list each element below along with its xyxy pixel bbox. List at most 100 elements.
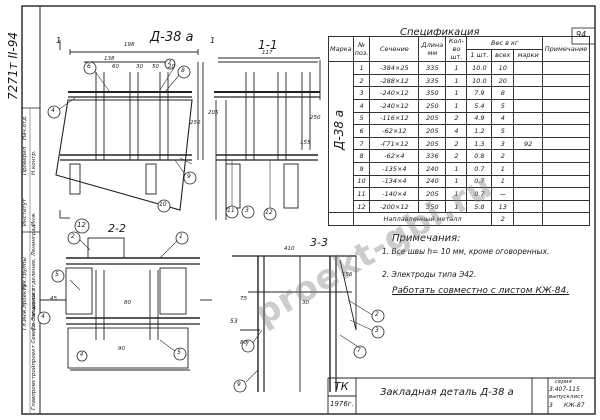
callout-number: 2 (168, 60, 172, 66)
spec-cell: 2 (445, 136, 468, 151)
sheet-frame (21, 5, 596, 415)
spec-cell: 1 (445, 73, 468, 88)
spec-cell: 1.3 (466, 136, 493, 151)
spec-cell: 11 (352, 187, 371, 201)
spec-cell: 335 (418, 73, 447, 88)
issue-label: выпуск (549, 394, 570, 400)
side-code: 7271т II-94 (6, 31, 20, 100)
stamp-row: Н.контр. (31, 150, 37, 175)
spec-cell (513, 187, 543, 201)
spec-cell: -Г71×12 (369, 136, 420, 151)
spec-cell: -62×4 (369, 149, 420, 163)
notes-title: Примечания: (392, 233, 461, 244)
spec-cell: 1 (491, 174, 515, 189)
section-1-1-title: 1-1 (258, 38, 278, 52)
spec-cell: 1 (491, 161, 515, 176)
spec-cell: 20 (491, 73, 515, 88)
callout-number: 3 (245, 207, 249, 214)
col-header-weight: Вес в кг (466, 36, 543, 50)
callout-number: 10 (159, 201, 167, 208)
spec-cell (542, 174, 590, 189)
spec-cell: 1.2 (466, 124, 493, 138)
spec-cell: 7.9 (466, 86, 493, 100)
section-mark-right: 1 (210, 36, 216, 45)
spec-cell (542, 187, 590, 201)
spec-cell: 336 (418, 149, 447, 163)
spec-cell: 10 (352, 174, 371, 189)
section-mark-left: 1 (56, 36, 62, 45)
mark-vertical: Д-38 а (332, 109, 346, 150)
spec-cell: -240×12 (369, 98, 420, 113)
weld-row-label: Наплавленный металл (352, 212, 493, 226)
spec-cell: -134×4 (369, 174, 420, 189)
spec-cell (542, 136, 590, 151)
spec-cell (328, 74, 354, 87)
dim-label: 45 (50, 296, 57, 302)
spec-cell (513, 86, 543, 100)
spec-cell (328, 86, 354, 100)
stamp-row: Нач.отд. (22, 115, 28, 140)
stamp-org: Главпромстройпроект Северо-Западное отде… (31, 224, 37, 410)
section-3-3-title: 3-3 (310, 236, 328, 249)
stamp-name: Рук.группы (22, 257, 28, 290)
col-header-mark: Марка (328, 35, 354, 63)
page-number: 94 (576, 30, 587, 39)
dim-label: 138 (104, 56, 115, 62)
spec-cell (513, 73, 543, 88)
callout-number: 9 (187, 173, 191, 180)
callout-number: 4 (41, 313, 45, 320)
spec-cell (542, 149, 590, 163)
stamp-row: Институт (22, 198, 28, 226)
dim-label: 156 (342, 272, 353, 278)
col-sub-mark: марки (513, 48, 543, 63)
dim-label: 250 (190, 120, 201, 126)
spec-cell: 12 (352, 199, 371, 214)
spec-cell (328, 149, 354, 163)
spec-cell (328, 61, 354, 75)
spec-cell: 2 (445, 149, 468, 163)
callout-number: 4 (80, 352, 84, 358)
col-sub-one: 1 шт. (466, 48, 493, 63)
spec-cell: 2 (352, 73, 371, 88)
section-2-2-view (40, 237, 212, 371)
dim-label: 80 (124, 300, 131, 306)
callout-number: 2 (71, 233, 75, 240)
dim-label: 90 (118, 346, 125, 352)
callout-number: 2 (375, 311, 379, 318)
sheet-value: КЖ-87 (564, 402, 585, 409)
callout-number: 5 (177, 349, 181, 356)
spec-cell (328, 175, 354, 188)
callout-number: 9 (237, 381, 241, 388)
main-view (55, 40, 204, 219)
spec-cell: 3 (491, 136, 515, 151)
spec-cell (328, 124, 354, 138)
spec-cell: 205 (418, 111, 447, 126)
spec-cell (328, 112, 354, 125)
spec-cell (542, 61, 590, 75)
spec-cell (513, 111, 543, 126)
spec-cell: 1 (445, 161, 468, 176)
title-name: Закладная деталь Д-38 а (380, 387, 514, 398)
dim-label: 30 (136, 64, 143, 70)
dim-label: 198 (124, 42, 135, 48)
sheet-label: лист (570, 394, 584, 400)
spec-cell (542, 86, 590, 100)
issue-value: 3 (549, 402, 553, 409)
dim-label: 117 (262, 50, 273, 56)
spec-cell: 8 (491, 86, 515, 100)
spec-cell (513, 98, 543, 113)
spec-cell: 10.0 (466, 73, 493, 88)
col-header-pos: № поз. (352, 35, 371, 63)
spec-cell: -288×12 (369, 73, 420, 88)
stamp-name: Гл.инж.проекта (22, 284, 28, 330)
dim-label: 20 (168, 64, 175, 70)
spec-cell (513, 161, 543, 176)
callout-number: 8 (181, 67, 185, 74)
